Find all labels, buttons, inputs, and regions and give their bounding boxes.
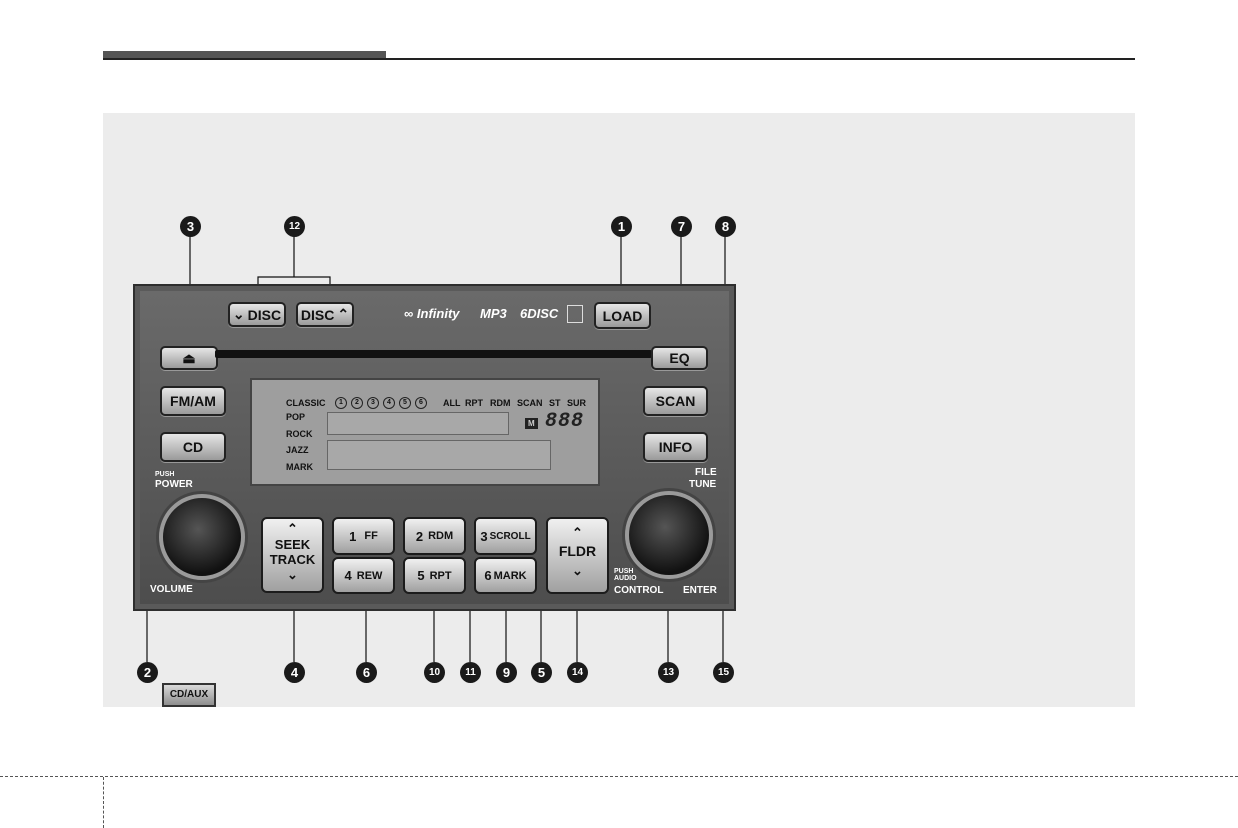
preset-number: 4 bbox=[345, 568, 352, 583]
lcd-genre-mark: MARK bbox=[286, 462, 313, 472]
lcd-all: ALL bbox=[443, 398, 461, 408]
file-label: FILE bbox=[695, 467, 717, 478]
preset-number: 3 bbox=[480, 529, 487, 544]
preset-text: RDM bbox=[428, 530, 453, 542]
seek-label: SEEK bbox=[263, 537, 322, 552]
eject-icon: ⏏ bbox=[182, 350, 195, 367]
lcd-text-field-bottom bbox=[327, 440, 551, 470]
seek-track-button[interactable]: ⌃ SEEK TRACK ⌄ bbox=[261, 517, 324, 593]
disc-indicator: 2 bbox=[351, 397, 363, 409]
brand-mp3: MP3 bbox=[480, 306, 507, 321]
fm-am-button[interactable]: FM/AM bbox=[160, 386, 226, 416]
preset-5-rpt-button[interactable]: 5 RPT bbox=[403, 557, 466, 594]
preset-number: 2 bbox=[416, 529, 423, 544]
enter-label: ENTER bbox=[683, 585, 717, 596]
preset-number: 5 bbox=[417, 568, 424, 583]
brand-6disc: 6DISC bbox=[520, 306, 558, 321]
callout-12: 12 bbox=[284, 216, 305, 237]
info-button[interactable]: INFO bbox=[643, 432, 708, 462]
lcd-genre-jazz: JAZZ bbox=[286, 445, 309, 455]
lcd-classic: CLASSIC bbox=[286, 398, 326, 408]
push-audio-label: PUSH AUDIO bbox=[614, 568, 644, 582]
preset-2-rdm-button[interactable]: 2 RDM bbox=[403, 517, 466, 555]
lcd-scan: SCAN bbox=[517, 398, 543, 408]
lcd-genre-pop: POP bbox=[286, 412, 305, 422]
callout-9: 9 bbox=[496, 662, 517, 683]
callout-6: 6 bbox=[356, 662, 377, 683]
callout-5: 5 bbox=[531, 662, 552, 683]
chevron-up-icon: ⌃ bbox=[337, 306, 349, 323]
callout-13: 13 bbox=[658, 662, 679, 683]
callout-15: 15 bbox=[713, 662, 734, 683]
lcd-genre-rock: ROCK bbox=[286, 429, 313, 439]
callout-3: 3 bbox=[180, 216, 201, 237]
control-label: CONTROL bbox=[614, 585, 663, 596]
preset-text: FF bbox=[364, 530, 377, 542]
preset-text: MARK bbox=[494, 570, 527, 582]
callout-8: 8 bbox=[715, 216, 736, 237]
lcd-rpt: RPT bbox=[465, 398, 483, 408]
preset-text: RPT bbox=[430, 570, 452, 582]
infinity-logo-icon: ∞ bbox=[404, 306, 413, 321]
chevron-up-icon: ⌃ bbox=[548, 525, 607, 541]
cd-button[interactable]: CD bbox=[160, 432, 226, 462]
lcd-m-badge: M bbox=[525, 418, 538, 429]
cd-slot bbox=[215, 350, 652, 358]
chevron-down-icon: ⌄ bbox=[263, 567, 322, 583]
lcd-rdm: RDM bbox=[490, 398, 511, 408]
preset-4-rew-button[interactable]: 4 REW bbox=[332, 557, 395, 594]
scan-button[interactable]: SCAN bbox=[643, 386, 708, 416]
cd-logo-icon bbox=[567, 305, 583, 323]
track-label: TRACK bbox=[263, 552, 322, 567]
preset-3-scroll-button[interactable]: 3 SCROLL bbox=[474, 517, 537, 555]
disc-up-button[interactable]: DISC ⌃ bbox=[296, 302, 354, 327]
eject-button[interactable]: ⏏ bbox=[160, 346, 218, 370]
chevron-down-icon: ⌄ bbox=[548, 563, 607, 579]
power-volume-knob[interactable] bbox=[159, 494, 245, 580]
infinity-text: Infinity bbox=[417, 306, 460, 321]
fldr-label: FLDR bbox=[548, 543, 607, 559]
push-label: PUSH bbox=[155, 471, 174, 478]
brand-infinity: ∞ Infinity bbox=[404, 306, 460, 321]
disc-indicator: 6 bbox=[415, 397, 427, 409]
disc-indicator: 3 bbox=[367, 397, 379, 409]
callout-4: 4 bbox=[284, 662, 305, 683]
callout-7: 7 bbox=[671, 216, 692, 237]
callout-2: 2 bbox=[137, 662, 158, 683]
preset-6-mark-button[interactable]: 6 MARK bbox=[474, 557, 537, 594]
disc-up-label: DISC bbox=[301, 307, 334, 323]
preset-number: 6 bbox=[484, 568, 491, 583]
callout-11: 11 bbox=[460, 662, 481, 683]
load-button[interactable]: LOAD bbox=[594, 302, 651, 329]
preset-number: 1 bbox=[349, 529, 356, 544]
callout-1: 1 bbox=[611, 216, 632, 237]
lcd-text-field-top bbox=[327, 412, 509, 435]
disc-down-button[interactable]: ⌄ DISC bbox=[228, 302, 286, 327]
folder-button[interactable]: ⌃ FLDR ⌄ bbox=[546, 517, 609, 594]
tune-label: TUNE bbox=[689, 479, 716, 490]
preset-text: SCROLL bbox=[490, 531, 531, 542]
lcd-disc-indicators: 1 2 3 4 5 6 bbox=[335, 397, 427, 409]
callout-10: 10 bbox=[424, 662, 445, 683]
disc-indicator: 1 bbox=[335, 397, 347, 409]
lcd-digits: 888 bbox=[545, 410, 584, 433]
disc-indicator: 4 bbox=[383, 397, 395, 409]
lcd-st: ST bbox=[549, 398, 561, 408]
power-label: POWER bbox=[155, 479, 193, 490]
disc-indicator: 5 bbox=[399, 397, 411, 409]
chevron-up-icon: ⌃ bbox=[263, 521, 322, 537]
lcd-sur: SUR bbox=[567, 398, 586, 408]
disc-down-label: DISC bbox=[248, 307, 281, 323]
cd-aux-button[interactable]: CD/AUX bbox=[162, 683, 216, 707]
audio-control-tune-knob[interactable] bbox=[625, 491, 713, 579]
preset-1-ff-button[interactable]: 1 FF bbox=[332, 517, 395, 555]
chevron-down-icon: ⌄ bbox=[233, 306, 245, 323]
preset-text: REW bbox=[357, 570, 383, 582]
eq-button[interactable]: EQ bbox=[651, 346, 708, 370]
callout-14: 14 bbox=[567, 662, 588, 683]
volume-label: VOLUME bbox=[150, 584, 193, 595]
